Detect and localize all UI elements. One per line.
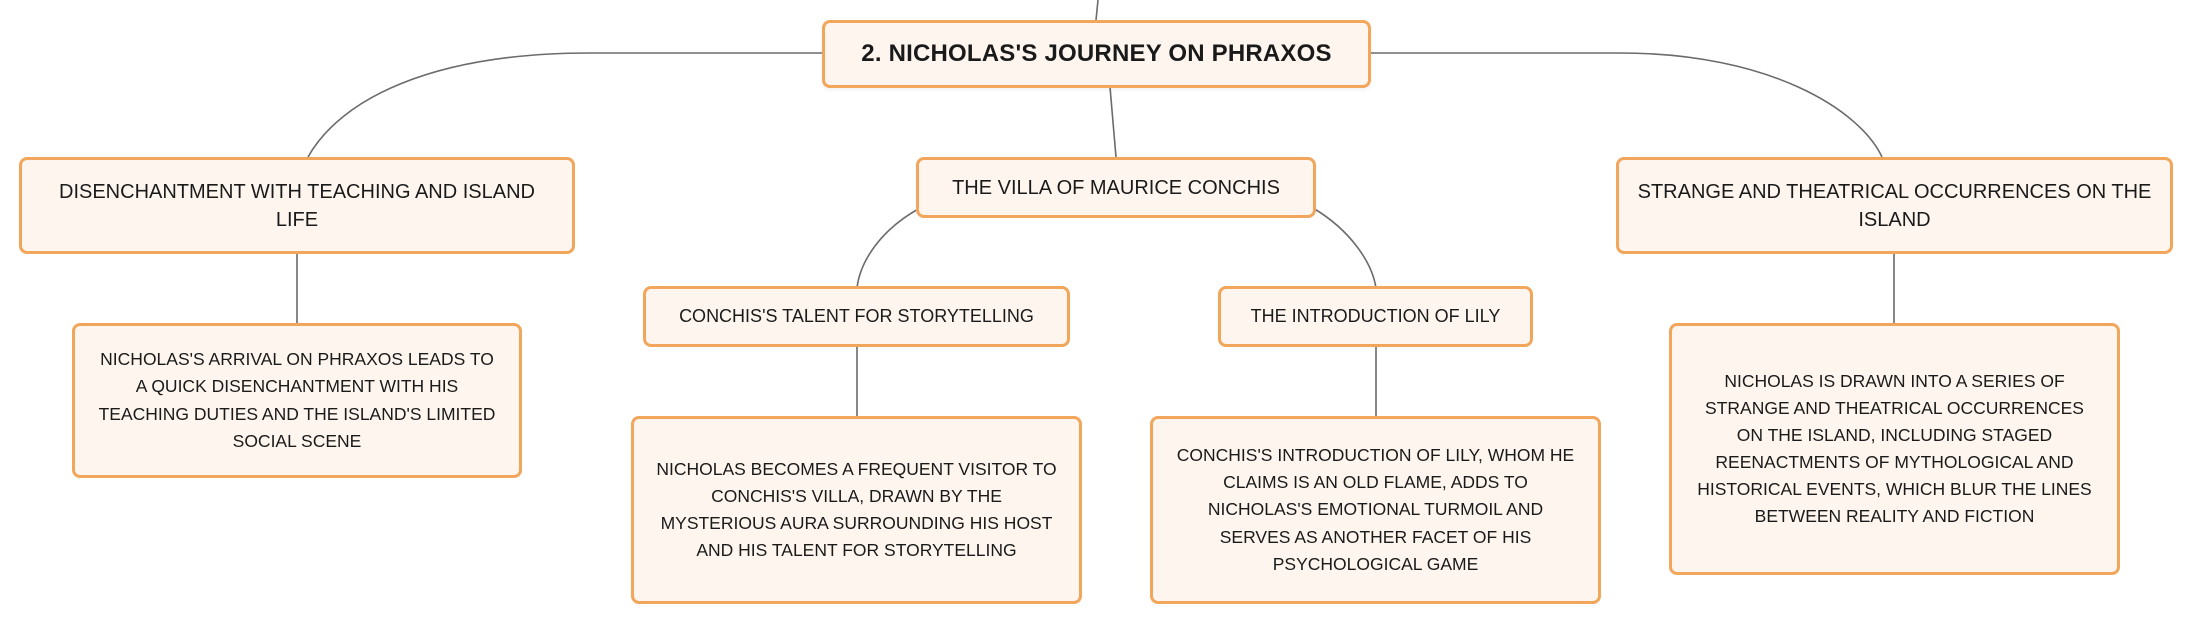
connector-parent-to-root [1095, 0, 1099, 21]
topic-disenchantment-node[interactable]: DISENCHANTMENT WITH TEACHING AND ISLAND … [19, 157, 575, 254]
connector-villa-to-storytelling [856, 207, 921, 289]
connector-root-to-disenchantment [307, 52, 822, 158]
detail-lily-node[interactable]: CONCHIS'S INTRODUCTION OF LILY, WHOM HE … [1150, 416, 1601, 604]
detail-disenchantment-node[interactable]: NICHOLAS'S ARRIVAL ON PHRAXOS LEADS TO A… [72, 323, 522, 478]
topic-strange-label: STRANGE AND THEATRICAL OCCURRENCES ON TH… [1637, 180, 2152, 231]
detail-disenchantment-text: NICHOLAS'S ARRIVAL ON PHRAXOS LEADS TO A… [98, 349, 496, 451]
detail-strange-node[interactable]: NICHOLAS IS DRAWN INTO A SERIES OF STRAN… [1669, 323, 2120, 575]
root-topic-label: 2. NICHOLAS'S JOURNEY ON PHRAXOS [861, 40, 1332, 68]
topic-villa-label: THE VILLA OF MAURICE CONCHIS [952, 176, 1280, 199]
subtopic-storytelling-node[interactable]: CONCHIS'S TALENT FOR STORYTELLING [643, 286, 1070, 347]
subtopic-lily-node[interactable]: THE INTRODUCTION OF LILY [1218, 286, 1533, 347]
subtopic-lily-label: THE INTRODUCTION OF LILY [1250, 305, 1501, 326]
topic-villa-node[interactable]: THE VILLA OF MAURICE CONCHIS [916, 157, 1316, 218]
detail-lily-text: CONCHIS'S INTRODUCTION OF LILY, WHOM HE … [1176, 445, 1575, 574]
detail-storytelling-text: NICHOLAS BECOMES A FREQUENT VISITOR TO C… [656, 458, 1057, 561]
detail-storytelling-node[interactable]: NICHOLAS BECOMES A FREQUENT VISITOR TO C… [631, 416, 1082, 604]
topic-disenchantment-label: DISENCHANTMENT WITH TEACHING AND ISLAND … [59, 180, 535, 231]
root-topic-node[interactable]: 2. NICHOLAS'S JOURNEY ON PHRAXOS [822, 20, 1371, 88]
subtopic-storytelling-label: CONCHIS'S TALENT FOR STORYTELLING [679, 305, 1034, 326]
detail-strange-text: NICHOLAS IS DRAWN INTO A SERIES OF STRAN… [1697, 370, 2092, 527]
connector-root-to-strange [1370, 52, 1883, 158]
connector-villa-to-lily [1312, 207, 1377, 289]
connector-root-to-villa [1109, 86, 1117, 158]
topic-strange-node[interactable]: STRANGE AND THEATRICAL OCCURRENCES ON TH… [1616, 157, 2173, 254]
